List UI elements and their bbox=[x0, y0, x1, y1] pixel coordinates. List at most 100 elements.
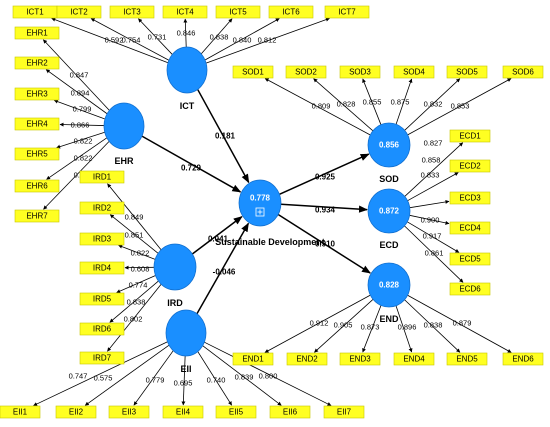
indicator-label: ECD6 bbox=[459, 285, 481, 294]
indicator-label: EII6 bbox=[283, 408, 298, 417]
indicator-box bbox=[449, 191, 491, 205]
indicator-eii6[interactable]: EII6 bbox=[269, 405, 311, 419]
loading-edge-eii2 bbox=[84, 344, 170, 406]
path-eii-to-sd bbox=[196, 222, 250, 315]
indicator-ict7[interactable]: ICT7 bbox=[324, 5, 370, 19]
loading-edge-ict5 bbox=[200, 18, 233, 55]
indicator-ecd5[interactable]: ECD5 bbox=[449, 252, 491, 266]
indicator-box bbox=[14, 209, 60, 223]
indicator-eii2[interactable]: EII2 bbox=[55, 405, 97, 419]
indicator-ict1[interactable]: ICT1 bbox=[12, 5, 58, 19]
indicator-end5[interactable]: END5 bbox=[446, 352, 488, 366]
indicator-end3[interactable]: END3 bbox=[339, 352, 381, 366]
indicator-end2[interactable]: END2 bbox=[286, 352, 328, 366]
construct-name: END bbox=[379, 314, 399, 324]
indicator-label: IRD4 bbox=[93, 264, 112, 273]
loading-value-eii4: 0.695 bbox=[174, 379, 193, 388]
indicator-ehr3[interactable]: EHR3 bbox=[14, 87, 60, 101]
loading-edge-ict2 bbox=[90, 18, 170, 61]
loading-value-ict4: 0.846 bbox=[177, 29, 196, 38]
indicator-sod4[interactable]: SOD4 bbox=[393, 65, 435, 79]
indicator-box bbox=[79, 322, 125, 336]
indicator-ict4[interactable]: ICT4 bbox=[162, 5, 208, 19]
indicator-sod1[interactable]: SOD1 bbox=[232, 65, 274, 79]
r-squared-value: 0.778 bbox=[250, 194, 271, 203]
indicator-eii5[interactable]: EII5 bbox=[215, 405, 257, 419]
indicator-end4[interactable]: END4 bbox=[393, 352, 435, 366]
indicator-ecd4[interactable]: ECD4 bbox=[449, 221, 491, 235]
loading-edge-sod1 bbox=[264, 78, 371, 136]
loading-edge-ecd1 bbox=[404, 142, 464, 197]
indicator-label: SOD6 bbox=[512, 68, 534, 77]
indicator-sod2[interactable]: SOD2 bbox=[285, 65, 327, 79]
indicator-ict5[interactable]: ICT5 bbox=[215, 5, 261, 19]
indicator-ehr2[interactable]: EHR2 bbox=[14, 56, 60, 70]
loading-value-end1: 0.912 bbox=[310, 319, 329, 328]
indicator-ird3[interactable]: IRD3 bbox=[79, 232, 125, 246]
indicator-label: IRD5 bbox=[93, 295, 112, 304]
indicator-ict2[interactable]: ICT2 bbox=[56, 5, 102, 19]
r-squared-value: 0.856 bbox=[379, 141, 400, 150]
construct-ird[interactable]: IRD bbox=[153, 243, 197, 308]
indicator-ird5[interactable]: IRD5 bbox=[79, 292, 125, 306]
indicator-label: ICT3 bbox=[123, 8, 141, 17]
loading-edge-ehr5 bbox=[56, 131, 105, 149]
indicator-ehr7[interactable]: EHR7 bbox=[14, 209, 60, 223]
indicator-ict6[interactable]: ICT6 bbox=[268, 5, 314, 19]
indicator-ird2[interactable]: IRD2 bbox=[79, 201, 125, 215]
indicator-label: EHR4 bbox=[26, 120, 48, 129]
indicator-box bbox=[323, 405, 365, 419]
indicator-eii7[interactable]: EII7 bbox=[323, 405, 365, 419]
indicator-end6[interactable]: END6 bbox=[502, 352, 544, 366]
loading-edge-ehr6 bbox=[46, 137, 108, 180]
plus-box-icon[interactable] bbox=[255, 207, 265, 217]
indicator-label: SOD4 bbox=[403, 68, 425, 77]
indicator-ird4[interactable]: IRD4 bbox=[79, 261, 125, 275]
indicator-ecd3[interactable]: ECD3 bbox=[449, 191, 491, 205]
indicator-ehr5[interactable]: EHR5 bbox=[14, 147, 60, 161]
indicator-sod6[interactable]: SOD6 bbox=[502, 65, 544, 79]
indicator-eii4[interactable]: EII4 bbox=[162, 405, 204, 419]
construct-circle bbox=[165, 309, 207, 357]
loading-edge-eii7 bbox=[204, 341, 332, 406]
indicator-ecd6[interactable]: ECD6 bbox=[449, 282, 491, 296]
indicator-ird1[interactable]: IRD1 bbox=[79, 170, 125, 184]
indicator-sod3[interactable]: SOD3 bbox=[339, 65, 381, 79]
indicator-ird6[interactable]: IRD6 bbox=[79, 322, 125, 336]
indicator-eii3[interactable]: EII3 bbox=[108, 405, 150, 419]
construct-ict[interactable]: ICT bbox=[166, 46, 208, 111]
indicator-ict3[interactable]: ICT3 bbox=[109, 5, 155, 19]
indicator-ecd1[interactable]: ECD1 bbox=[449, 129, 491, 143]
indicator-ird7[interactable]: IRD7 bbox=[79, 351, 125, 365]
loading-value-eii2: 0.575 bbox=[94, 374, 113, 383]
indicator-ehr4[interactable]: EHR4 bbox=[14, 117, 60, 131]
indicator-sod5[interactable]: SOD5 bbox=[446, 65, 488, 79]
path-coefficient-ict-sd: 0.181 bbox=[215, 132, 236, 141]
loading-edge-end5 bbox=[404, 299, 461, 353]
indicator-eii1[interactable]: EII1 bbox=[0, 405, 41, 419]
indicator-end1[interactable]: END1 bbox=[232, 352, 274, 366]
indicator-ehr1[interactable]: EHR1 bbox=[14, 26, 60, 40]
indicator-box bbox=[268, 5, 314, 19]
loading-edge-ehr7 bbox=[43, 141, 110, 210]
indicator-box bbox=[79, 170, 125, 184]
indicator-box bbox=[108, 405, 150, 419]
loading-edge-sod2 bbox=[313, 78, 374, 132]
indicator-box bbox=[14, 147, 60, 161]
indicator-label: EII7 bbox=[337, 408, 352, 417]
indicator-ecd2[interactable]: ECD2 bbox=[449, 159, 491, 173]
indicator-box bbox=[502, 352, 544, 366]
indicator-box bbox=[449, 129, 491, 143]
construct-ehr[interactable]: EHR bbox=[103, 102, 145, 166]
indicator-box bbox=[162, 5, 208, 19]
indicator-ehr6[interactable]: EHR6 bbox=[14, 179, 60, 193]
indicator-label: EHR2 bbox=[26, 59, 48, 68]
indicator-label: ICT6 bbox=[282, 8, 300, 17]
construct-eii[interactable]: EII bbox=[165, 309, 207, 374]
indicator-box bbox=[393, 352, 435, 366]
loading-value-end3: 0.873 bbox=[361, 323, 380, 332]
